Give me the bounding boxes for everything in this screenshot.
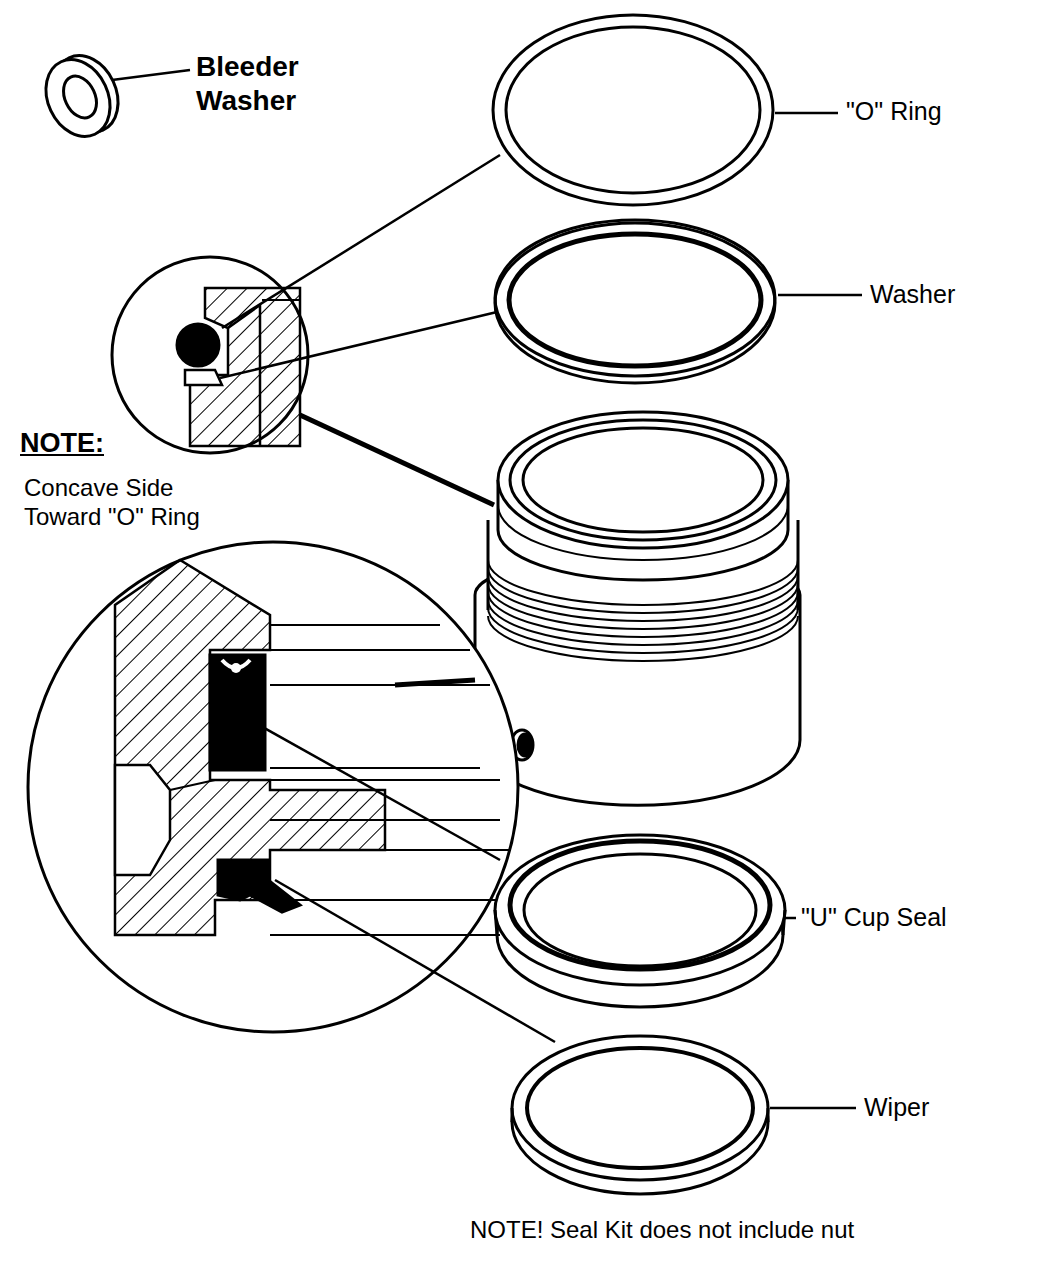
leader-line <box>785 917 796 920</box>
detail-link <box>395 680 475 685</box>
o-ring <box>493 15 773 205</box>
part-name: Wiper <box>864 1092 1034 1122</box>
note-heading: NOTE: <box>20 427 160 459</box>
detail-circle <box>112 257 308 453</box>
detail-circle <box>28 542 518 1032</box>
leader-line <box>778 294 862 297</box>
note-text: Concave Side Toward "O" Ring <box>24 474 234 532</box>
leader-line <box>220 312 497 378</box>
detail-link <box>300 415 494 505</box>
leader-line <box>222 155 500 328</box>
part-name: "O" Ring <box>846 96 1036 126</box>
bleeder-washer <box>34 45 130 147</box>
gland-nut <box>475 412 800 805</box>
part-name: Bleeder Washer <box>196 50 331 117</box>
leader-line <box>775 112 838 115</box>
washer <box>495 220 775 383</box>
leader-line <box>770 1107 856 1110</box>
note-text: NOTE! Seal Kit does not include nut <box>470 1216 1035 1245</box>
leader-line <box>250 720 500 860</box>
leader-line <box>112 70 190 80</box>
part-name: "U" Cup Seal <box>801 902 1036 932</box>
u-cup-seal <box>495 835 785 1007</box>
part-name: Washer <box>870 279 1035 309</box>
wiper <box>512 1036 768 1194</box>
